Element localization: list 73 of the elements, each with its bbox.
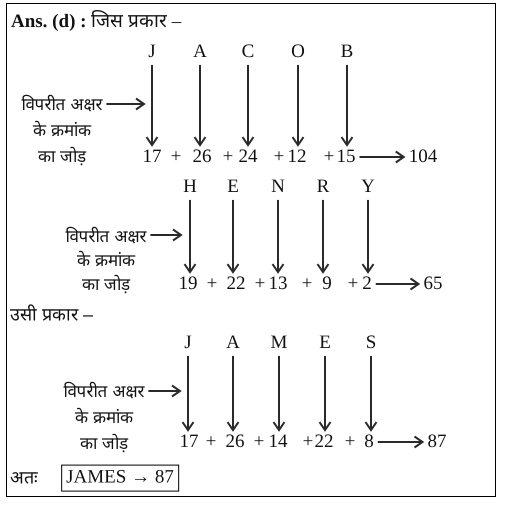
number: 24 [238, 146, 258, 168]
arrow [378, 436, 424, 448]
number: 22 [226, 273, 246, 295]
number: 104 [408, 146, 438, 168]
letter: N [271, 176, 285, 198]
leader-arrow [148, 384, 181, 398]
number: 2 [362, 273, 372, 295]
leader-arrow [150, 228, 182, 242]
letter: S [366, 332, 376, 354]
plus-sign: + [254, 431, 264, 453]
title-text: Ans. (d) : जिस प्रकार – [11, 11, 182, 33]
number: 17 [180, 431, 198, 453]
number: 19 [178, 273, 198, 295]
annotation-text: विपरीत अक्षर के क्रमांक का जोड़ [64, 379, 144, 457]
number: 15 [336, 146, 356, 168]
letter: R [316, 176, 330, 198]
arrow [362, 200, 374, 274]
arrow [364, 356, 378, 432]
conclusion-text: अतः [10, 468, 38, 488]
letter: H [183, 176, 197, 198]
number: 13 [268, 273, 288, 295]
plus-sign: + [206, 273, 218, 295]
letter: C [242, 41, 254, 63]
arrow [194, 64, 206, 146]
letter: B [340, 41, 354, 63]
plus-sign: + [344, 431, 356, 453]
plus-sign: + [348, 273, 358, 295]
arrow [146, 64, 158, 146]
plus-sign: + [170, 146, 182, 168]
arrow [242, 64, 254, 146]
number: 14 [268, 431, 288, 453]
letter: E [227, 176, 239, 198]
letter: J [184, 332, 192, 354]
arrow [272, 356, 286, 432]
annotation-text: विपरीत अक्षर के क्रमांक का जोड़ [22, 92, 102, 170]
leader-arrow [106, 98, 145, 110]
number: 26 [226, 431, 244, 453]
arrow [340, 64, 354, 146]
arrow [272, 200, 284, 274]
letter: E [319, 332, 331, 354]
arrow [316, 200, 330, 274]
number: 12 [288, 146, 306, 168]
number: 22 [314, 431, 334, 453]
letter: Y [361, 176, 375, 198]
result-box: JAMES → 87 [61, 464, 179, 492]
letter: M [270, 332, 288, 354]
number: 87 [428, 431, 446, 453]
letter: A [226, 332, 240, 354]
number: 8 [364, 431, 374, 453]
arrow [360, 150, 405, 164]
plus-sign: + [324, 146, 334, 168]
arrow [184, 200, 196, 274]
number: 65 [424, 273, 442, 295]
number: 17 [142, 146, 162, 168]
arrow [376, 278, 420, 290]
plus-sign: + [254, 273, 266, 295]
arrow [182, 356, 194, 432]
plus-sign: + [302, 431, 314, 453]
arrow [226, 200, 240, 274]
heading-text: उसी प्रकार – [10, 304, 94, 326]
letter: A [193, 41, 207, 63]
plus-sign: + [206, 431, 216, 453]
plus-sign: + [222, 146, 234, 168]
number: 26 [192, 146, 212, 168]
number: 9 [322, 273, 332, 295]
plus-sign: + [274, 146, 284, 168]
letter: O [291, 41, 305, 63]
plus-sign: + [302, 273, 312, 295]
arrow [318, 356, 332, 432]
arrow [292, 64, 304, 146]
arrow [226, 356, 240, 432]
annotation-text: विपरीत अक्षर के क्रमांक का जोड़ [66, 225, 146, 297]
letter: J [148, 41, 156, 63]
